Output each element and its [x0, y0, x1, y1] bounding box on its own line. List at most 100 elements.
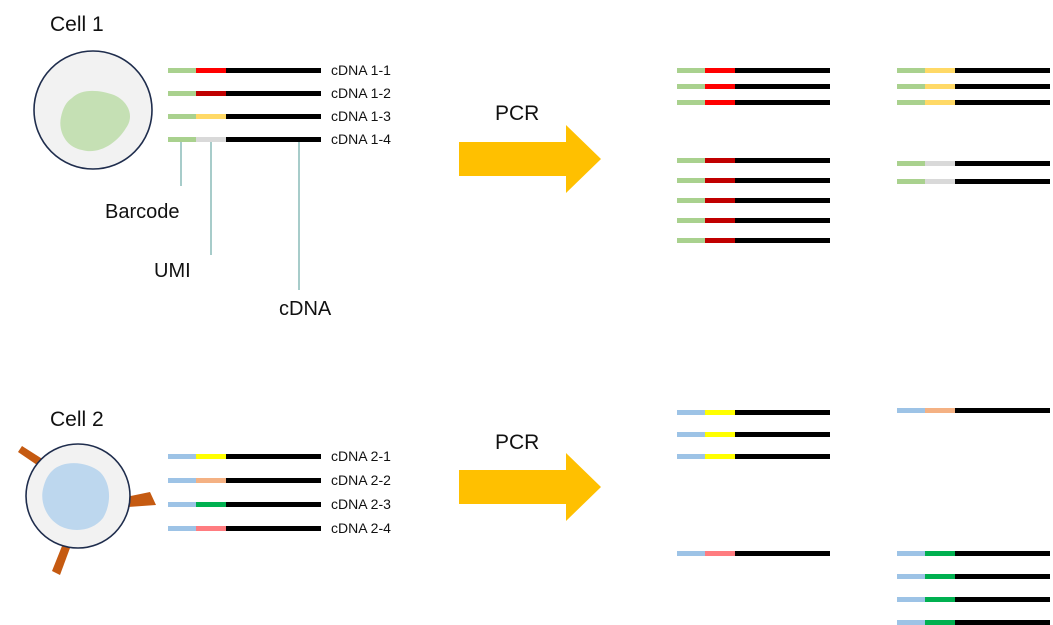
molecule [677, 432, 830, 437]
molecule [677, 68, 830, 73]
molecule [677, 410, 830, 415]
barcode-segment [677, 68, 705, 73]
molecule-label: cDNA 2-4 [331, 520, 391, 536]
cdna-segment [735, 410, 830, 415]
barcode-segment [897, 551, 925, 556]
umi-segment [925, 68, 955, 73]
barcode-segment [168, 68, 196, 73]
molecule [677, 100, 830, 105]
cdna-segment [226, 454, 321, 459]
molecule [168, 454, 321, 459]
barcode-segment [897, 597, 925, 602]
cell2-title: Cell 2 [50, 408, 104, 431]
barcode-segment [677, 198, 705, 203]
barcode-segment [677, 454, 705, 459]
cdna-segment [735, 84, 830, 89]
umi-segment [196, 91, 226, 96]
umi-segment [196, 68, 226, 73]
cdna-segment [955, 179, 1050, 184]
cdna-segment [955, 68, 1050, 73]
cdna-segment [226, 478, 321, 483]
molecule [897, 620, 1050, 625]
cdna-segment [735, 454, 830, 459]
molecule-label: cDNA 1-3 [331, 108, 391, 124]
molecule [897, 84, 1050, 89]
molecule [897, 161, 1050, 166]
molecule [897, 574, 1050, 579]
cdna-segment [226, 114, 321, 119]
pcr-cluster [897, 408, 1050, 413]
umi-segment [196, 478, 226, 483]
cdna-segment [735, 218, 830, 223]
cell2-illustration [18, 443, 156, 575]
umi-segment [705, 198, 735, 203]
molecule [168, 114, 321, 119]
cdna-segment [735, 198, 830, 203]
pcr-cluster [677, 551, 830, 556]
barcode-segment [897, 574, 925, 579]
molecule [677, 178, 830, 183]
receptor-icon [126, 492, 156, 507]
pcr-cluster [897, 551, 1050, 625]
molecule [677, 454, 830, 459]
barcode-segment [168, 454, 196, 459]
cell2-nucleus [42, 463, 110, 530]
umi-segment [705, 84, 735, 89]
molecule [168, 68, 321, 73]
cdna-segment [735, 100, 830, 105]
umi-segment [925, 620, 955, 625]
cdna-segment [955, 620, 1050, 625]
cdna-segment [735, 178, 830, 183]
receptor-icon [18, 446, 44, 467]
cdna-segment [735, 68, 830, 73]
molecule [677, 238, 830, 243]
molecule [677, 198, 830, 203]
cell1-illustration [33, 50, 153, 170]
molecule [168, 526, 321, 531]
umi-segment [925, 408, 955, 413]
umi-segment [705, 551, 735, 556]
cdna-segment [955, 100, 1050, 105]
umi-segment [925, 161, 955, 166]
barcode-segment [168, 114, 196, 119]
cell1-title: Cell 1 [50, 13, 104, 36]
cdna-segment [735, 432, 830, 437]
barcode-segment [897, 100, 925, 105]
umi-segment [705, 238, 735, 243]
molecule [677, 551, 830, 556]
barcode-segment [677, 551, 705, 556]
umi-segment [705, 432, 735, 437]
cdna-segment [735, 158, 830, 163]
pcr-label-1: PCR [495, 102, 539, 125]
umi-segment [925, 179, 955, 184]
pcr-cluster [677, 158, 830, 243]
barcode-segment [897, 179, 925, 184]
umi-label: UMI [154, 260, 191, 282]
molecule [897, 179, 1050, 184]
umi-segment [196, 454, 226, 459]
cdna-segment [226, 91, 321, 96]
pcr-arrow-2 [459, 453, 601, 521]
barcode-segment [897, 620, 925, 625]
cell1-nucleus [60, 90, 131, 152]
umi-segment [705, 68, 735, 73]
molecule [677, 84, 830, 89]
barcode-segment [168, 91, 196, 96]
cell2-pcr-products [677, 408, 1050, 625]
umi-segment [925, 84, 955, 89]
barcode-segment [677, 84, 705, 89]
pcr-cluster [677, 410, 830, 459]
umi-segment [925, 574, 955, 579]
umi-segment [705, 218, 735, 223]
cdna-segment [955, 161, 1050, 166]
molecule [897, 551, 1050, 556]
cdna-segment [226, 68, 321, 73]
umi-segment [705, 454, 735, 459]
molecule-label: cDNA 2-3 [331, 496, 391, 512]
cdna-segment [955, 408, 1050, 413]
cdna-segment [226, 137, 321, 142]
barcode-segment [677, 100, 705, 105]
receptor-icon [52, 546, 70, 575]
umi-segment [705, 158, 735, 163]
